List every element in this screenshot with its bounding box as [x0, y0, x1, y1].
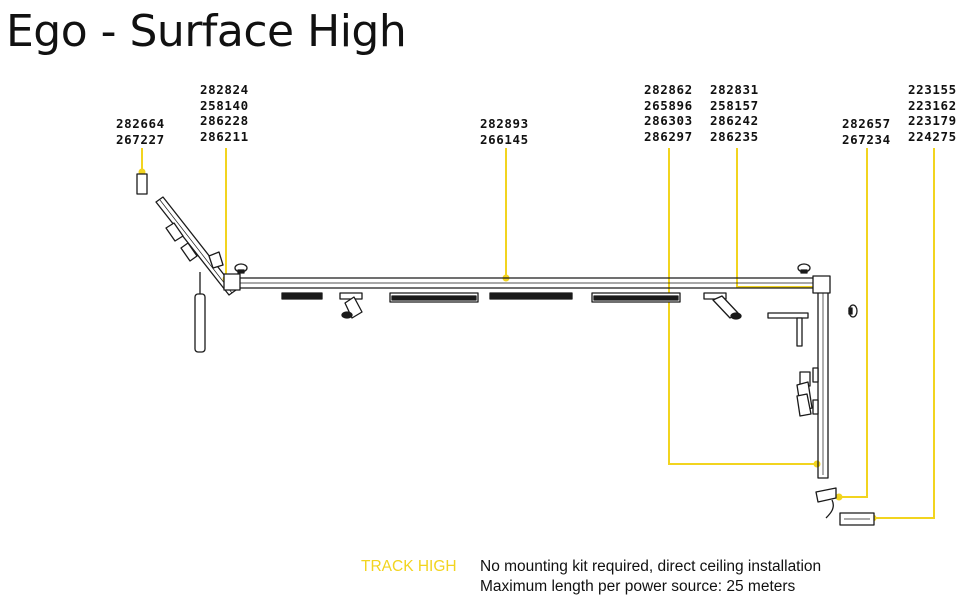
code-group-track-profile: 282893 266145 — [480, 116, 529, 147]
legend-label: TRACK HIGH — [361, 558, 457, 575]
spotlight-icon — [339, 292, 363, 319]
track-system — [136, 173, 875, 526]
leader-lines — [141, 148, 935, 519]
product-code: 282893 — [480, 116, 529, 131]
code-group-end-cap: 282664 267227 — [116, 116, 165, 147]
vertical-spotlight-icon — [796, 367, 819, 417]
product-code: 286228 — [200, 113, 249, 128]
pendant-light-icon — [194, 293, 206, 353]
corner-connector-icon — [223, 273, 241, 291]
product-code: 286235 — [710, 128, 759, 144]
surface-mount-icon — [234, 263, 858, 318]
linear-light-icon — [281, 292, 681, 303]
product-code: 286297 — [644, 128, 693, 144]
product-code: 223162 — [908, 97, 957, 113]
leader-dots — [138, 168, 877, 522]
product-code: 266145 — [480, 131, 529, 147]
legend-description: No mounting kit required, direct ceiling… — [480, 558, 822, 575]
product-code: 282664 — [116, 116, 165, 131]
diagonal-adapter-icon — [180, 242, 198, 262]
product-code: 267234 — [842, 131, 891, 147]
wall-light-icon — [767, 312, 809, 347]
code-group-driver: 223155 223162 223179 224275 — [908, 82, 957, 144]
power-feed-icon — [815, 487, 837, 519]
leader-dot — [813, 460, 821, 468]
product-code: 258140 — [200, 97, 249, 113]
diagonal-adapter-icon — [165, 222, 184, 242]
product-code: 223155 — [908, 82, 957, 97]
diagonal-track-inner — [159, 199, 233, 294]
page-title: Ego - Surface High — [6, 6, 407, 57]
product-code: 282657 — [842, 116, 891, 131]
product-code: 282862 — [644, 82, 693, 97]
code-group-corner-joint: 282831 258157 286242 286235 — [710, 82, 759, 144]
leader-line — [668, 148, 817, 465]
product-code: 265896 — [644, 97, 693, 113]
product-code: 286303 — [644, 113, 693, 128]
product-code: 267227 — [116, 131, 165, 147]
code-group-power-feed: 282657 267234 — [842, 116, 891, 147]
leader-line — [839, 148, 868, 498]
product-code: 282831 — [710, 82, 759, 97]
corner-joint-icon — [812, 275, 831, 294]
spotlight-icon — [703, 292, 742, 320]
end-cap-icon — [136, 173, 148, 195]
product-code: 223179 — [908, 113, 957, 128]
product-code: 258157 — [710, 97, 759, 113]
leader-line — [736, 148, 823, 288]
diagonal-adapter-icon — [208, 251, 224, 269]
legend-max-length: Maximum length per power source: 25 mete… — [480, 578, 796, 595]
leader-line — [873, 148, 935, 519]
product-code: 286242 — [710, 113, 759, 128]
code-group-feed-connector: 282862 265896 286303 286297 — [644, 82, 693, 144]
code-group-corner-connector: 282824 258140 286228 286211 — [200, 82, 249, 144]
driver-icon — [839, 512, 875, 526]
product-code: 286211 — [200, 128, 249, 144]
product-code: 282824 — [200, 82, 249, 97]
leader-dot — [835, 493, 843, 501]
product-code: 224275 — [908, 128, 957, 144]
